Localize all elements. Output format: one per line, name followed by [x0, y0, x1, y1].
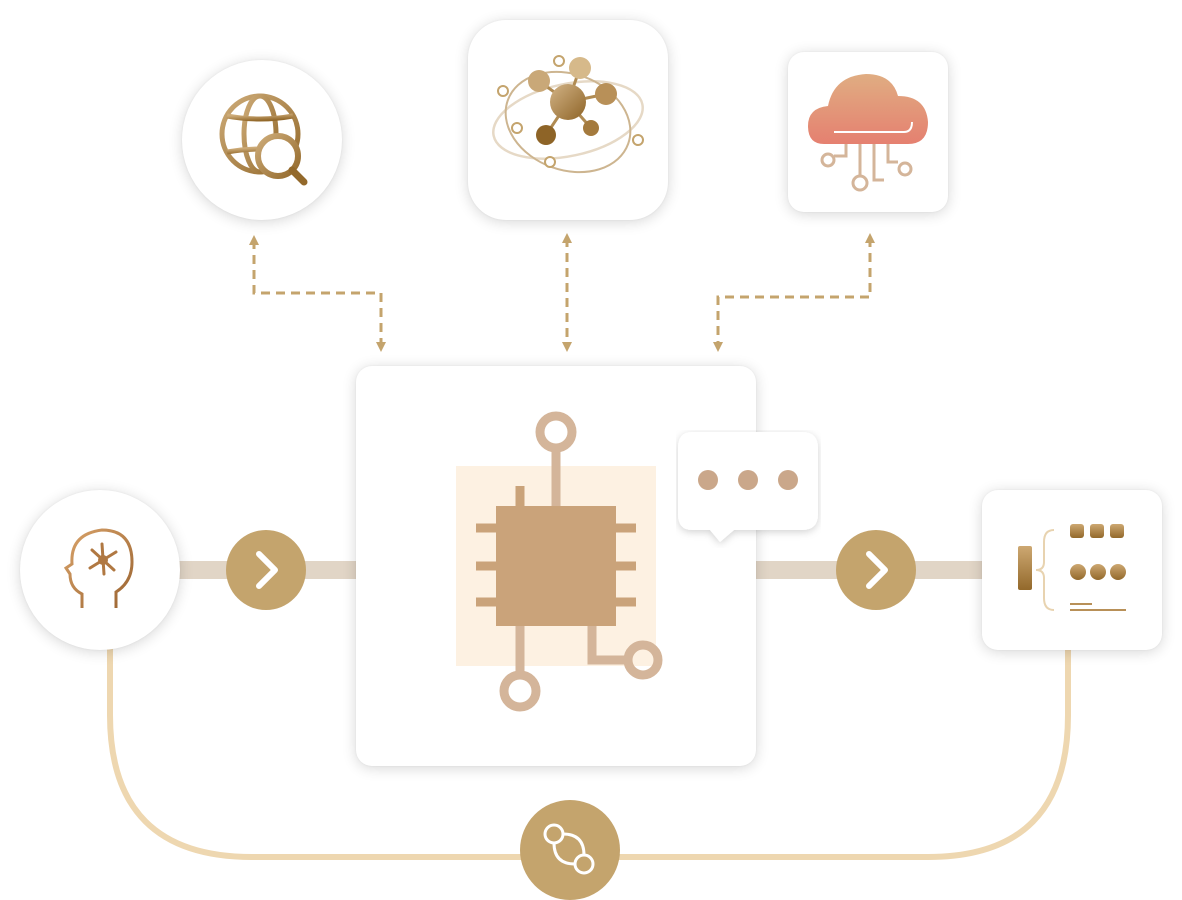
chevron-right-icon[interactable]	[836, 530, 916, 610]
processor-chip-icon	[456, 411, 663, 712]
feedback-loop-icon[interactable]	[520, 800, 620, 900]
globe-search-icon	[219, 93, 308, 186]
chat-bubble-icon	[678, 432, 818, 542]
structured-output-icon	[1018, 524, 1126, 611]
chevron-right-icon[interactable]	[226, 530, 306, 610]
cloud-link	[713, 233, 875, 352]
network-graph-icon	[492, 55, 644, 174]
cloud-circuit-icon	[808, 74, 928, 192]
feedback-loop-line	[107, 648, 1071, 860]
user-input-node	[20, 490, 180, 650]
structured-output-node	[982, 490, 1162, 650]
cloud-node	[788, 52, 948, 212]
processor-node	[356, 366, 756, 766]
web-search-link	[249, 235, 386, 352]
web-search-node	[182, 60, 342, 220]
network-node	[468, 20, 668, 220]
head-thought-icon	[63, 528, 134, 608]
